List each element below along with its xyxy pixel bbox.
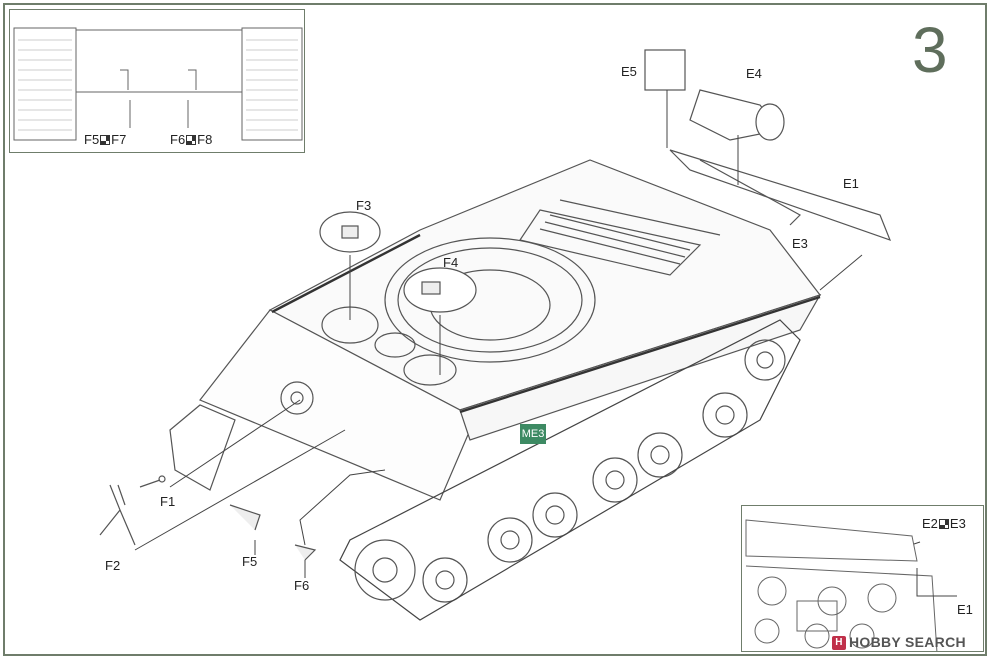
- inset-br-pair: E2 E3: [922, 516, 966, 531]
- part-label-f6: F6: [294, 578, 310, 593]
- part-label-e2: E2: [922, 516, 938, 531]
- part-label-f6: F6: [170, 132, 186, 147]
- glue-icon: [938, 519, 949, 529]
- inset-top-left: F5 F7 F6 F8: [9, 9, 305, 153]
- inset-left-pair: F5 F7: [84, 132, 126, 147]
- hobby-search-logo-icon: H: [832, 636, 846, 651]
- part-label-f3: F3: [356, 198, 372, 213]
- marking-me3: ME3: [520, 424, 546, 444]
- glue-icon: [186, 135, 197, 145]
- inset-bottom-right: E2 E3 E1: [741, 505, 984, 652]
- part-label-e1-inset: E1: [957, 602, 973, 617]
- inset-right-pair: F6 F8: [170, 132, 212, 147]
- part-label-e3-inset: E3: [949, 516, 966, 531]
- part-label-e4: E4: [746, 66, 762, 81]
- part-label-f7: F7: [111, 132, 127, 147]
- diagram-frame: [3, 3, 987, 656]
- inset-top-left-drawing: [13, 27, 303, 141]
- part-label-f1: F1: [160, 494, 176, 509]
- inset-bottom-right-drawing: [745, 519, 957, 651]
- part-label-f5: F5: [84, 132, 100, 147]
- glue-icon: [100, 135, 111, 145]
- part-label-e1: E1: [843, 176, 859, 191]
- part-label-f4: F4: [443, 255, 459, 270]
- watermark-text: HOBBY SEARCH: [849, 634, 966, 650]
- step-number: 3: [912, 14, 948, 86]
- part-label-f2: F2: [105, 558, 121, 573]
- part-label-e5: E5: [621, 64, 637, 79]
- part-label-f5: F5: [242, 554, 258, 569]
- part-label-f8: F8: [197, 132, 213, 147]
- part-label-e3: E3: [792, 236, 808, 251]
